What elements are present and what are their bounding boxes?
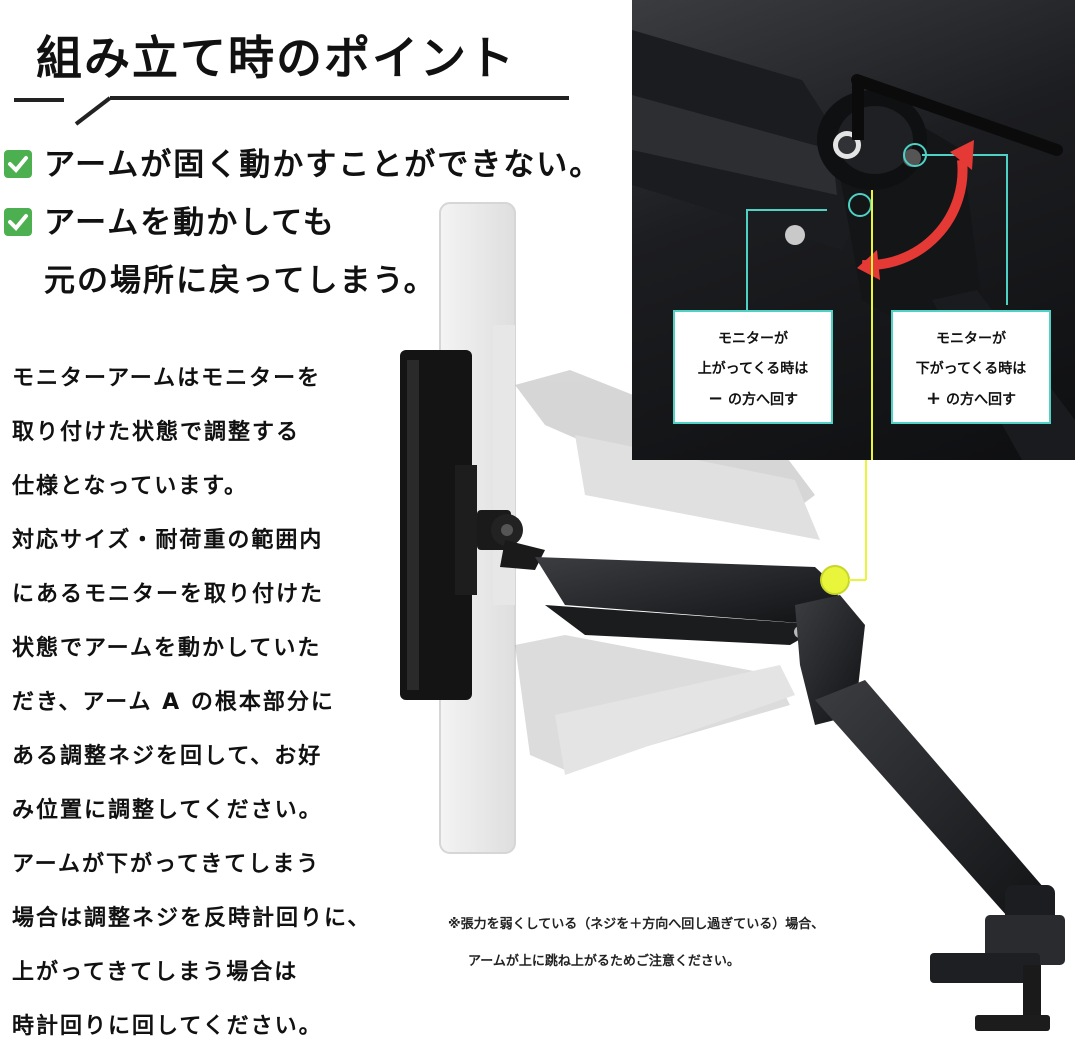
callout-plus: モニターが 下がってくる時は + の方へ回す [891,310,1051,424]
callout-line: + の方へ回す [893,384,1049,415]
instruction-line: ある調整ネジを回して、お好 [12,744,323,769]
check-item-2-text: アームを動かしても [44,205,336,241]
callout-line-text: の方へ回す [727,392,798,408]
instruction-line: 時計回りに回してください。 [12,1014,323,1039]
callout-minus: モニターが 上がってくる時は − の方へ回す [673,310,833,424]
caution-note-line-2: アームが上に跳ね上がるためご注意ください。 [468,954,740,969]
caution-note-line-1: ※張力を弱くしている（ネジを＋方向へ回し過ぎている）場合、 [448,917,825,932]
upper-arm [500,540,840,645]
callout-line: モニターが [718,331,788,347]
checklist: アームが固く動かすことができない。 アームを動かしても 元の場所に戻ってしまう。 [4,136,602,310]
ghost-arm-lower [515,635,795,775]
instruction-line: 取り付けた状態で調整する [12,420,301,445]
instruction-line: 状態でアームを動かしていた [12,636,322,661]
instruction-line: 仕様となっています。 [12,474,249,499]
page-title: 組み立て時のポイント [36,31,516,85]
title-underline [14,96,569,126]
check-mark-icon [4,150,32,178]
desk-clamp [930,915,1065,1031]
callout-line: 上がってくる時は [697,361,809,377]
monitor [400,350,477,700]
minus-icon: − [708,388,724,409]
callout-line: モニターが [936,331,1006,347]
callout-line: − の方へ回す [675,384,831,415]
callout-line-text: の方へ回す [945,392,1016,408]
instruction-text: モニターアームはモニターを 取り付けた状態で調整する 仕様となっています。 対応… [12,352,412,1054]
instruction-line: 上がってきてしまう場合は [12,960,299,985]
callout-line: 下がってくる時は [915,361,1027,377]
instruction-line: み位置に調整してください。 [12,798,323,823]
instruction-line: アームが下がってきてしまう [12,852,321,877]
monitor-arm-illustration [400,202,1065,1031]
check-item-2-continued: 元の場所に戻ってしまう。 [4,252,602,310]
check-mark-icon [4,208,32,236]
instruction-line: 場合は調整ネジを反時計回りに、 [12,906,372,931]
check-item-1-text: アームが固く動かすことができない。 [44,147,603,183]
instruction-line: 対応サイズ・耐荷重の範囲内 [12,528,324,553]
check-item-2-text-line2: 元の場所に戻ってしまう。 [44,263,437,299]
check-item-1: アームが固く動かすことができない。 [4,136,602,194]
instruction-line: にあるモニターを取り付けた [12,582,325,607]
check-item-2: アームを動かしても [4,194,602,252]
adjust-screw-marker [820,565,850,595]
lower-arm [795,595,1055,945]
plus-icon: + [926,388,942,409]
instruction-line: モニターアームはモニターを [12,366,322,391]
instruction-line: だき、アーム A の根本部分に [12,690,335,715]
